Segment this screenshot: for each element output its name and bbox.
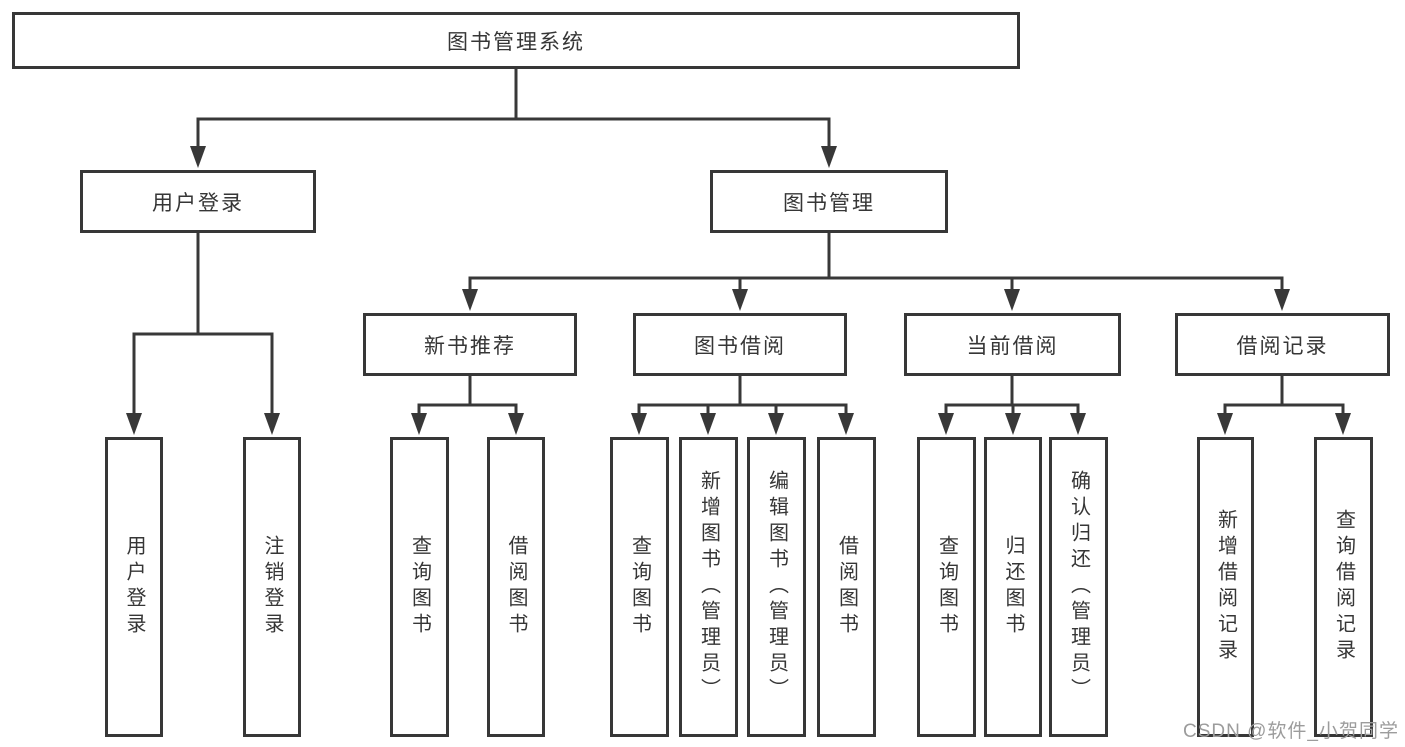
node-label: 编辑图书（管理员） (765, 470, 788, 704)
node-label: 查询图书 (628, 535, 651, 639)
node-root-system: 图书管理系统 (12, 12, 1020, 69)
leaf-edit-books-admin: 编辑图书（管理员） (747, 437, 806, 737)
node-label: 当前借阅 (966, 334, 1059, 358)
node-label: 新书推荐 (424, 334, 516, 358)
leaf-query-books-borrow: 查询图书 (610, 437, 669, 737)
node-label: 新增借阅记录 (1214, 509, 1237, 665)
leaf-return-books: 归还图书 (984, 437, 1042, 737)
node-label: 确认归还（管理员） (1067, 470, 1090, 704)
node-label: 用户登录 (123, 535, 145, 639)
node-label: 图书借阅 (694, 334, 786, 358)
node-book-borrow: 图书借阅 (633, 313, 847, 376)
node-label: 图书管理系统 (447, 30, 585, 54)
node-label: 归还图书 (1002, 535, 1024, 639)
leaf-confirm-return-admin: 确认归还（管理员） (1049, 437, 1108, 737)
leaf-logout: 注销登录 (243, 437, 301, 737)
leaf-query-books-current: 查询图书 (917, 437, 976, 737)
node-label: 借阅记录 (1236, 334, 1329, 358)
node-label: 查询图书 (935, 535, 958, 639)
leaf-user-login: 用户登录 (105, 437, 163, 737)
leaf-query-borrow-record: 查询借阅记录 (1314, 437, 1373, 737)
node-new-book-recommend: 新书推荐 (363, 313, 577, 376)
node-label: 用户登录 (152, 191, 244, 215)
leaf-borrow-books: 借阅图书 (817, 437, 876, 737)
node-current-borrow: 当前借阅 (904, 313, 1121, 376)
node-borrow-records: 借阅记录 (1175, 313, 1390, 376)
node-label: 新增图书（管理员） (697, 470, 720, 704)
leaf-add-books-admin: 新增图书（管理员） (679, 437, 738, 737)
leaf-query-books-recommend: 查询图书 (390, 437, 449, 737)
node-label: 查询图书 (408, 535, 431, 639)
node-label: 注销登录 (261, 535, 283, 639)
node-book-management-module: 图书管理 (710, 170, 948, 233)
node-label: 图书管理 (783, 191, 875, 215)
node-label: 查询借阅记录 (1332, 509, 1355, 665)
node-label: 借阅图书 (505, 535, 527, 639)
leaf-add-borrow-record: 新增借阅记录 (1197, 437, 1254, 737)
node-label: 借阅图书 (835, 535, 858, 639)
leaf-borrow-books-recommend: 借阅图书 (487, 437, 545, 737)
csdn-watermark: CSDN @软件_小贺同学 (1183, 721, 1399, 742)
node-user-login-module: 用户登录 (80, 170, 316, 233)
